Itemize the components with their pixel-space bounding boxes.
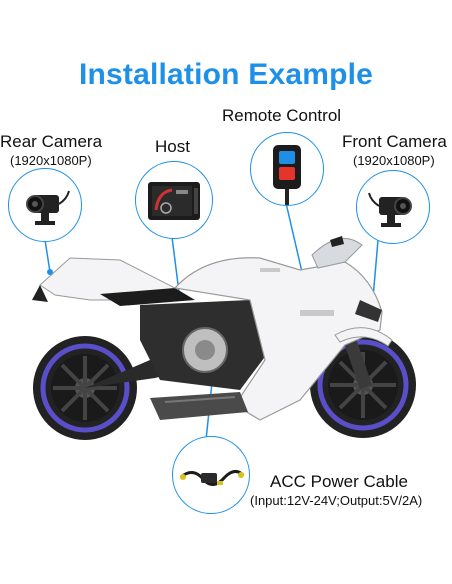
remote-control-label: Remote Control [222, 106, 342, 125]
front-camera-icon [356, 170, 430, 244]
acc-power-cable-label: ACC Power Cable [270, 472, 408, 491]
rear-camera-resolution: (1920x1080P) [10, 153, 92, 168]
rear-camera-label: Rear Camera [0, 132, 103, 151]
front-camera-resolution: (1920x1080P) [353, 153, 435, 168]
page-title: Installation Example [78, 58, 374, 91]
rear-camera-icon [8, 168, 82, 242]
remote-control-icon [250, 132, 324, 206]
acc-power-spec: (Input:12V-24V;Output:5V/2A) [250, 493, 423, 508]
host-label: Host [155, 137, 190, 156]
acc-cable-icon [172, 436, 250, 514]
host-dvr-icon [135, 161, 213, 239]
front-camera-label: Front Camera [342, 132, 447, 151]
